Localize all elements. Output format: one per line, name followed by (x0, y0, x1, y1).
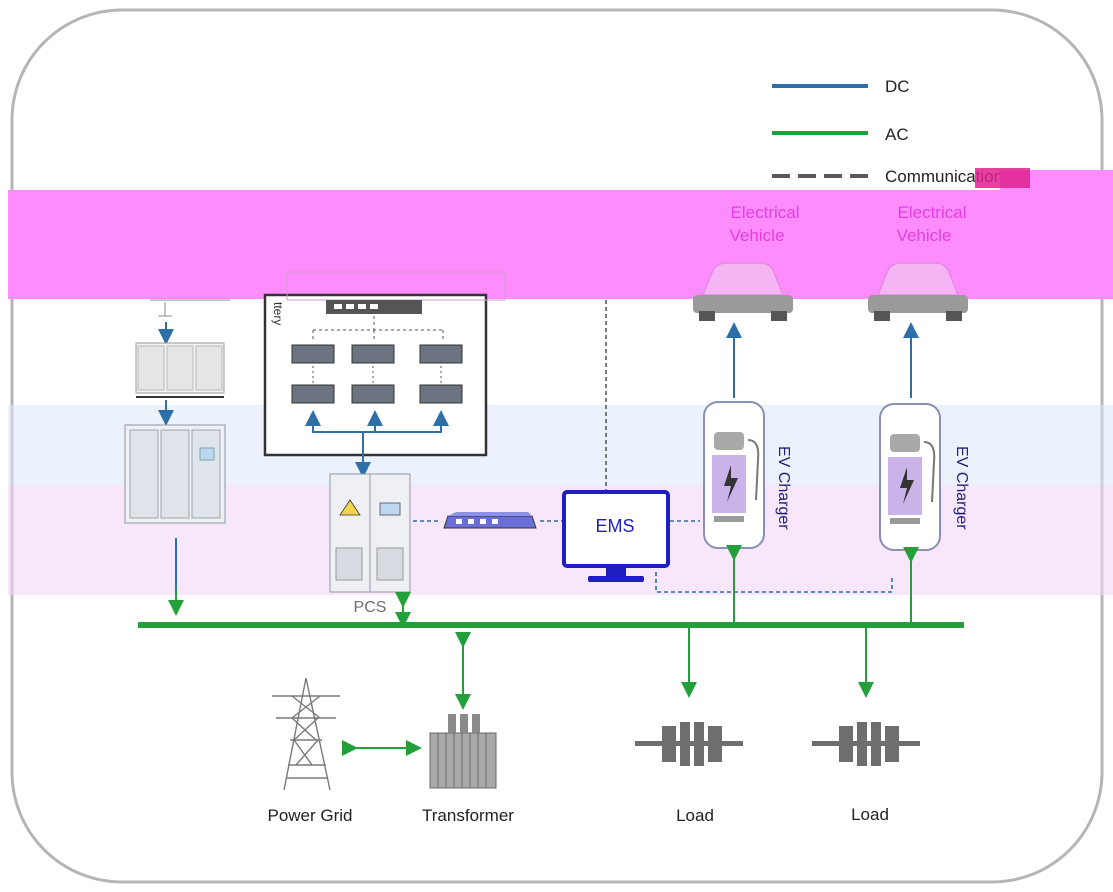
legend-dc-label: DC (885, 77, 910, 96)
dc-combiner-box-icon (135, 342, 225, 426)
load-icon (812, 722, 920, 766)
ev-charger-icon (703, 401, 765, 549)
battery-label: ttery (271, 302, 285, 325)
ems-comm-link-bottom (655, 572, 893, 593)
legend-communication-label: Communication (885, 167, 1003, 186)
inverter-cabinet-icon (124, 424, 226, 616)
combiner-icon (150, 299, 230, 345)
battery-rack: ttery (263, 271, 506, 478)
car-icon (868, 262, 968, 321)
ev-charger-label-2: EV Charger (953, 446, 970, 530)
ems-monitor-icon (562, 490, 670, 582)
load-icon (635, 722, 743, 766)
legend-ac-label: AC (885, 125, 909, 144)
battery-module-icon (291, 344, 463, 404)
load-label-2: Load (851, 805, 889, 824)
transformer-label: Transformer (422, 806, 514, 825)
transformer-icon (429, 714, 497, 789)
power-grid-label: Power Grid (267, 806, 352, 825)
pcs-cabinet-icon (329, 473, 411, 593)
pcs-label: PCS (354, 599, 387, 616)
ev-charger-label-1: EV Charger (775, 446, 792, 530)
magenta-artifact (975, 168, 1030, 188)
load-label-1: Load (676, 806, 714, 825)
transmission-tower-icon (272, 677, 340, 791)
legend: DC AC Communication (772, 77, 1003, 186)
ems-label: EMS (595, 516, 634, 536)
network-switch-icon (443, 512, 537, 529)
ev-charger-icon (879, 403, 941, 551)
car-icon (693, 262, 793, 321)
